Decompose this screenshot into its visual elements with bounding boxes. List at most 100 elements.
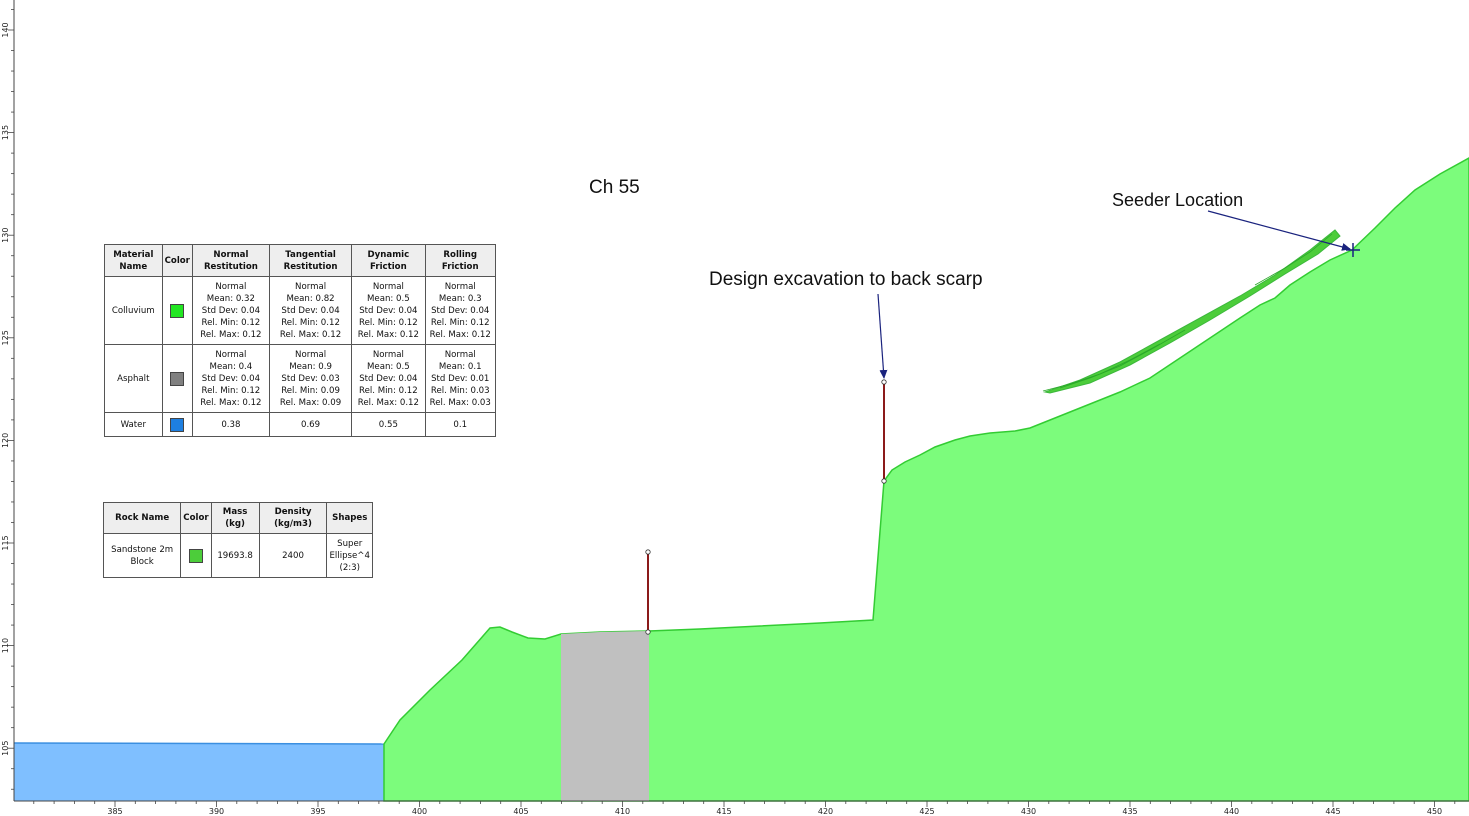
cell-line: Std Dev: 0.04 [281, 305, 340, 316]
cell-line: Normal [372, 281, 404, 292]
rolling-friction-cell: 0.1 [424, 412, 496, 437]
cell-line: Mean: 0.32 [206, 293, 255, 304]
y-tick-label: 120 [1, 433, 10, 448]
material-name: Colluvium [104, 276, 163, 345]
cell-line: Rel. Max: 0.12 [357, 397, 419, 408]
barrier-node [645, 629, 651, 635]
cell-line: Std Dev: 0.04 [359, 373, 418, 384]
trajectory-line [1254, 233, 1333, 286]
trajectory-band [1043, 229, 1341, 394]
dynamic-friction-cell: 0.55 [351, 412, 426, 437]
cell-line: Mean: 0.4 [209, 361, 253, 372]
tangential-restitution-cell: 0.69 [268, 412, 353, 437]
cell-line: Rel. Min: 0.12 [281, 317, 340, 328]
cell-line: Normal [444, 281, 476, 292]
header-density: Density (kg/m3) [258, 502, 328, 534]
cell-line: Std Dev: 0.03 [281, 373, 340, 384]
cell-line: Ellipse^4 [329, 550, 370, 561]
trajectory-line [1059, 329, 1186, 389]
x-tick-label: 420 [818, 807, 833, 816]
material-name: Asphalt [104, 344, 163, 413]
header-rock-name: Rock Name [102, 502, 182, 534]
materials-table: Material Name Color Normal Restitution T… [104, 244, 496, 437]
barrier-node [645, 549, 651, 555]
material-row: Water 0.38 0.69 0.55 0.1 [104, 412, 496, 437]
cell-line: Mean: 0.5 [367, 293, 410, 304]
cell-line: Rel. Max: 0.12 [429, 329, 491, 340]
cell-line: Normal [295, 349, 327, 360]
water-surface-line [13, 742, 385, 745]
y-tick-label: 110 [1, 638, 10, 653]
x-tick-label: 440 [1224, 807, 1239, 816]
material-name: Water [104, 412, 163, 437]
cell-line: Rel. Min: 0.12 [359, 385, 418, 396]
cell-line: 0.55 [378, 419, 398, 430]
rock-color [180, 533, 212, 578]
cell-line: Rel. Max: 0.12 [279, 329, 342, 340]
cell-line: Normal [295, 281, 327, 292]
cell-line: Rel. Min: 0.12 [201, 317, 261, 328]
header-rolling-friction: Rolling Friction [424, 244, 496, 277]
cell-line: Rel. Min: 0.12 [359, 317, 418, 328]
cell-line: Std Dev: 0.04 [201, 305, 261, 316]
x-tick-label: 400 [412, 807, 427, 816]
colluvium-region [383, 157, 1469, 802]
excavation-arrow [877, 293, 888, 379]
x-tick-label: 405 [513, 807, 528, 816]
material-color [161, 344, 193, 413]
barrier-road [645, 549, 651, 635]
header-color: Color [180, 502, 212, 534]
x-tick-label: 450 [1427, 807, 1442, 816]
cell-line: Normal [215, 281, 247, 292]
cell-line: 0.38 [221, 419, 241, 430]
cell-line: 0.69 [300, 419, 321, 430]
x-tick-label: 410 [615, 807, 630, 816]
rock-mass: 19693.8 [210, 533, 260, 578]
material-color [161, 276, 193, 345]
cell-line: Rel. Min: 0.09 [281, 385, 340, 396]
header-material-name: Material Name [104, 244, 163, 277]
header-color: Color [161, 244, 193, 277]
header-normal-restitution: Normal Restitution [191, 244, 270, 277]
cell-line: (2:3) [339, 562, 361, 573]
seeder-label: Seeder Location [1112, 190, 1243, 210]
excavation-label: Design excavation to back scarp [709, 269, 983, 290]
color-swatch [170, 303, 185, 318]
x-tick-label: 390 [209, 807, 224, 816]
cell-line: Std Dev: 0.04 [201, 373, 261, 384]
rock-name: Sandstone 2m Block [102, 533, 182, 578]
header-shapes: Shapes [326, 502, 373, 534]
y-tick-label: 140 [1, 22, 10, 37]
cell-line: Mean: 0.5 [367, 361, 410, 372]
x-tick-label: 430 [1021, 807, 1036, 816]
x-tick-label: 415 [716, 807, 731, 816]
color-swatch [170, 417, 185, 432]
cell-line: Std Dev: 0.01 [431, 373, 490, 384]
cell-line: Rel. Min: 0.12 [430, 317, 490, 328]
cell-line: Rel. Max: 0.12 [200, 397, 262, 408]
x-tick-label: 435 [1122, 807, 1137, 816]
rock-density: 2400 [258, 533, 328, 578]
cell-line: 0.1 [453, 419, 468, 430]
cell-line: Normal [444, 349, 476, 360]
cell-line: Rel. Max: 0.12 [200, 329, 262, 340]
x-tick-label: 425 [919, 807, 934, 816]
cell-line: Mean: 0.82 [286, 293, 335, 304]
seeder-arrow [1207, 210, 1351, 251]
header-mass: Mass (kg) [210, 502, 260, 534]
header-tangential-restitution: Tangential Restitution [268, 244, 353, 277]
y-tick-label: 135 [1, 125, 10, 140]
x-tick-label: 445 [1325, 807, 1340, 816]
y-tick-label: 105 [1, 741, 10, 756]
cell-line: Mean: 0.9 [289, 361, 332, 372]
